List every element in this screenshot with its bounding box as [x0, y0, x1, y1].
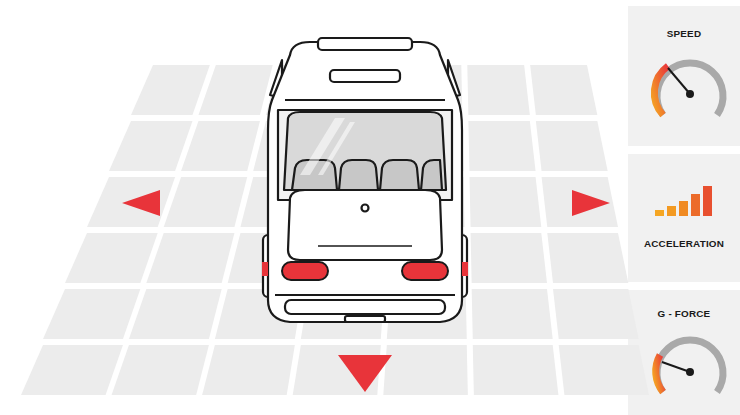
speed-gauge: [654, 63, 723, 115]
floor-tile: [559, 345, 649, 395]
floor-tile: [87, 177, 175, 227]
floor-tile: [542, 177, 618, 227]
acceleration-bars: [655, 186, 712, 216]
floor-tile: [530, 65, 597, 115]
floor-tile: [181, 121, 260, 171]
glass-glint: [300, 118, 355, 175]
down-arrow: [338, 355, 392, 392]
panel-label: SPEED: [628, 28, 740, 39]
floor-tile: [43, 289, 140, 339]
left-arrow: [122, 190, 160, 216]
floor-tile: [469, 177, 541, 227]
rear-light: [282, 262, 328, 280]
floor-tile: [65, 233, 158, 283]
floor-tile: [468, 121, 535, 171]
floor-tile: [383, 345, 468, 395]
floor-tile: [21, 345, 123, 395]
side-light: [262, 262, 268, 276]
floor-tile: [472, 289, 553, 339]
panel-ground: [628, 6, 740, 146]
floor-grid: [21, 65, 649, 395]
floor-tile: [131, 65, 210, 115]
panel-label: G - FORCE: [628, 308, 740, 319]
floor-tile: [164, 177, 247, 227]
panel-label: ACCELERATION: [628, 238, 740, 249]
g-force-panel: G - FORCE: [628, 290, 740, 415]
floor-tile: [467, 65, 530, 115]
floor-tile: [129, 289, 222, 339]
floor-tile: [202, 345, 295, 395]
vehicle: [263, 38, 467, 322]
panel-ground: [628, 154, 740, 282]
side-light: [462, 262, 468, 276]
floor-tile: [473, 345, 559, 395]
floor-tile: [112, 345, 209, 395]
g-force-gauge: [656, 340, 723, 392]
speed-panel: SPEED: [628, 6, 740, 146]
floor-tile: [109, 121, 192, 171]
floor-tile: [553, 289, 639, 339]
floor-tile: [146, 233, 234, 283]
acceleration-panel: ACCELERATION: [628, 154, 740, 282]
floor-tile: [471, 233, 547, 283]
right-arrow: [572, 190, 610, 216]
floor-tile: [547, 233, 628, 283]
floor-tile: [536, 121, 608, 171]
floor-tile: [198, 65, 272, 115]
panel-ground: [628, 290, 740, 415]
rear-light: [402, 262, 448, 280]
